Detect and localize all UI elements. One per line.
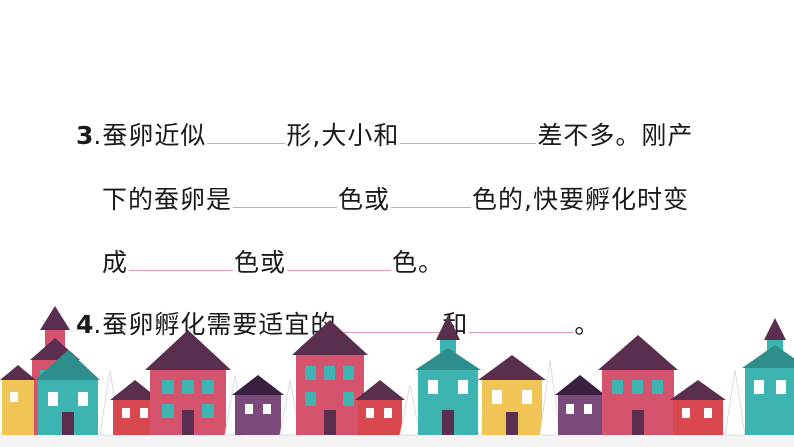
house-red-2 <box>355 380 405 435</box>
answer-blank[interactable] <box>469 310 574 333</box>
house-yellow-left <box>0 365 36 435</box>
question-text: 差不多。刚产 <box>537 121 694 150</box>
house-pink-right <box>598 335 678 435</box>
question-3-line-1: 3.蚕卵近似 形,大小和 差不多。刚产 <box>76 116 693 152</box>
house-purple-1 <box>232 375 284 435</box>
tree <box>539 359 561 436</box>
house-yellow-center <box>478 355 546 435</box>
question-text: 色或 <box>338 185 391 214</box>
house-purple-2 <box>555 375 605 435</box>
house-pink-center <box>292 320 368 435</box>
answer-blank[interactable] <box>391 185 472 208</box>
house-teal-right <box>742 318 794 435</box>
tree <box>279 379 301 436</box>
question-text: 色或 <box>234 248 287 277</box>
tree <box>399 384 421 436</box>
question-text: 蚕卵孵化需要适宜的 <box>102 310 337 339</box>
snow-ground <box>0 432 794 447</box>
house-red-3 <box>670 380 726 435</box>
house-red-1 <box>110 380 160 435</box>
question-text: 色。 <box>392 248 445 277</box>
question-text: 色的,快要孵化时变 <box>472 185 689 214</box>
content-card <box>66 88 730 333</box>
question-dot: . <box>93 310 103 339</box>
question-3-line-2: 下的蚕卵是 色或 色的,快要孵化时变 <box>102 180 689 216</box>
answer-blank[interactable] <box>400 121 537 144</box>
question-3-line-3: 成 色或 色。 <box>102 243 444 279</box>
house-row-illustration <box>0 306 794 447</box>
question-text: 成 <box>102 248 129 277</box>
house-teal-1 <box>35 350 100 435</box>
question-number: 4 <box>76 310 94 339</box>
question-number: 3 <box>76 121 94 150</box>
answer-blank[interactable] <box>129 248 234 271</box>
answer-blank[interactable] <box>207 121 286 144</box>
question-text: 。 <box>574 310 601 339</box>
house-pink-big <box>145 330 231 435</box>
tree <box>724 369 746 436</box>
house-teal-tower <box>415 315 481 435</box>
question-text: 蚕卵近似 <box>102 121 207 150</box>
question-text: 形,大小和 <box>286 121 400 150</box>
question-dot: . <box>93 121 103 150</box>
answer-blank[interactable] <box>233 185 338 208</box>
question-text: 下的蚕卵是 <box>102 185 233 214</box>
answer-blank[interactable] <box>287 248 392 271</box>
answer-blank[interactable] <box>337 310 442 333</box>
